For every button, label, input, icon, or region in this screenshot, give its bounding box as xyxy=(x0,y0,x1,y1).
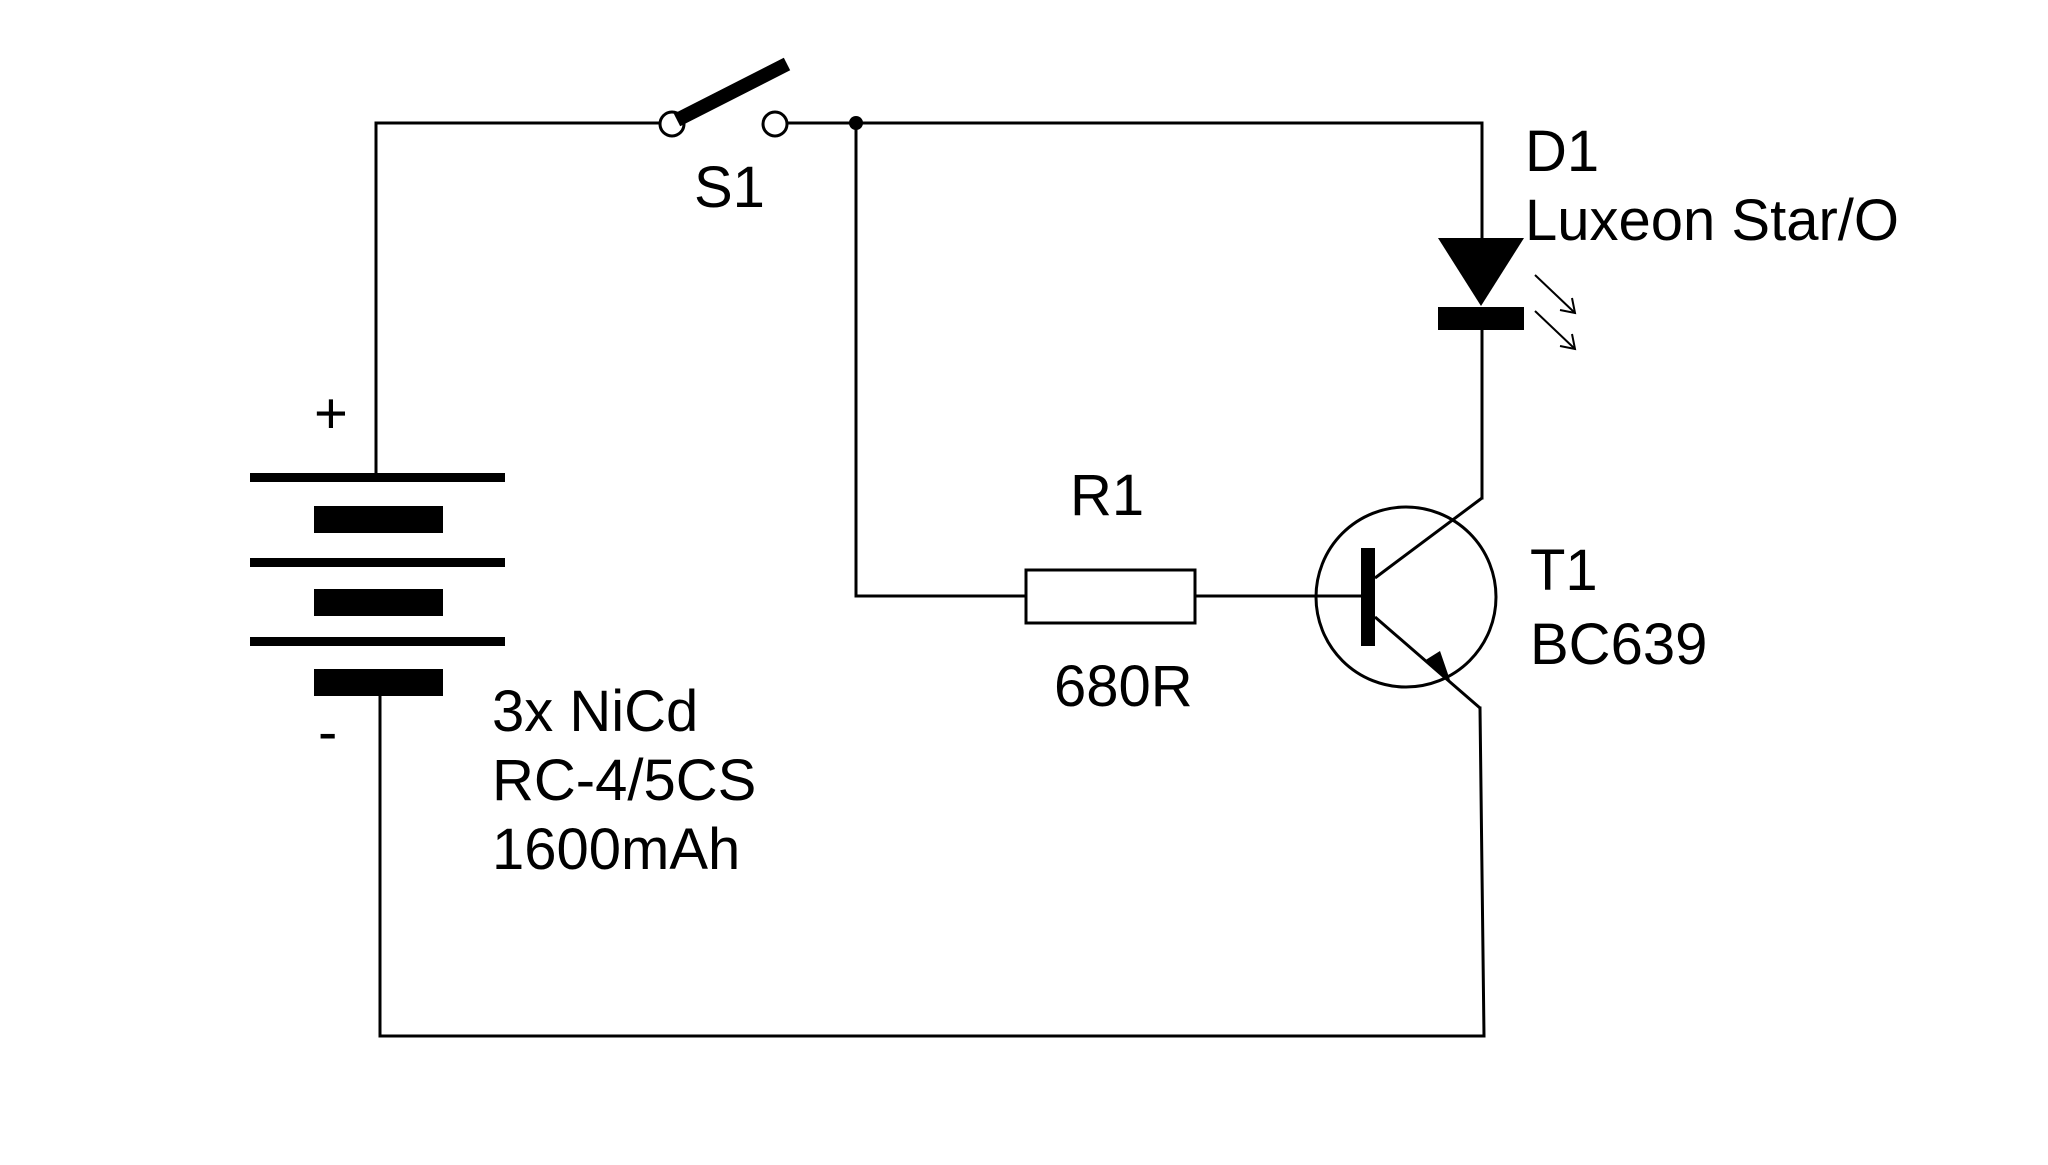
battery-plate-short-2 xyxy=(314,589,443,616)
battery-plate-long-1 xyxy=(250,473,505,482)
battery-plate-long-2 xyxy=(250,558,505,567)
led-designator-label: D1 xyxy=(1525,119,1599,184)
wire-switch-to-led xyxy=(784,121,1484,242)
led-d1 xyxy=(1438,238,1577,351)
transistor-emitter-arrow-icon xyxy=(1424,651,1451,683)
led-anode-triangle xyxy=(1438,238,1524,306)
switch-lever xyxy=(673,57,791,127)
battery-spec-line-1: 3x NiCd xyxy=(492,679,698,744)
battery-minus-label: - xyxy=(318,700,337,765)
battery-plus-label: + xyxy=(314,381,348,446)
led-part-label: Luxeon Star/O xyxy=(1525,188,1899,253)
battery-spec-line-3: 1600mAh xyxy=(492,817,740,882)
battery-plate-long-3 xyxy=(250,637,505,646)
resistor-designator-label: R1 xyxy=(1070,463,1144,528)
wire-junction-to-resistor xyxy=(854,121,1028,598)
transistor-base-bar xyxy=(1361,548,1375,646)
battery-spec-line-2: RC-4/5CS xyxy=(492,748,756,813)
transistor-part-label: BC639 xyxy=(1530,612,1707,677)
transistor-t1 xyxy=(1314,496,1498,710)
transistor-collector-lead xyxy=(1374,496,1483,580)
led-cathode-bar xyxy=(1438,307,1524,330)
wire-emitter-to-ground xyxy=(378,691,1486,1038)
transistor-designator-label: T1 xyxy=(1530,538,1598,603)
wiring xyxy=(374,121,1486,1038)
battery-plate-short-3 xyxy=(314,669,443,696)
transistor-envelope xyxy=(1314,505,1498,689)
switch-label: S1 xyxy=(694,155,765,220)
led-light-arrows-icon xyxy=(1534,274,1577,351)
resistor-value-label: 680R xyxy=(1054,654,1193,719)
switch-s1 xyxy=(658,57,791,138)
resistor-r1-body xyxy=(1024,568,1197,625)
battery-plate-short-1 xyxy=(314,506,443,533)
wire-battery-plus-to-switch xyxy=(374,121,661,475)
switch-terminal-right xyxy=(761,110,789,138)
battery xyxy=(250,473,505,696)
junction-dot xyxy=(849,116,863,130)
